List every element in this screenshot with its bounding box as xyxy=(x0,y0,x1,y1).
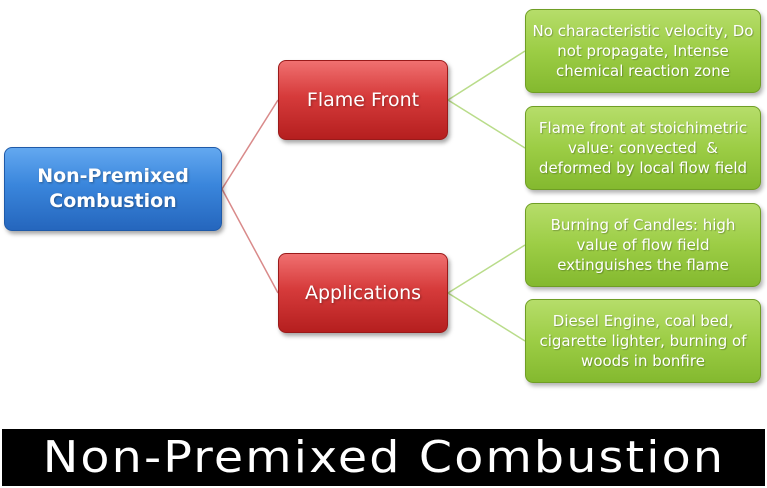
connector-applications-leaf-2 xyxy=(447,292,526,342)
root-node-label: Non-Premixed Combustion xyxy=(37,165,189,212)
leaf-node-label: Diesel Engine, coal bed, cigarette light… xyxy=(539,312,747,370)
connector-flame-front-leaf-1 xyxy=(447,50,526,101)
root-node: Non-Premixed Combustion xyxy=(4,147,222,231)
leaf-node-flame-front-1: No characteristic velocity, Do not propa… xyxy=(525,9,761,93)
leaf-node-flame-front-2: Flame front at stoichimetric value: conv… xyxy=(525,106,761,190)
connector-root-flame-front xyxy=(221,99,279,190)
connector-applications-leaf-1 xyxy=(447,244,526,294)
connector-flame-front-leaf-2 xyxy=(447,99,526,149)
branch-node-applications: Applications xyxy=(278,253,448,333)
branch-node-label: Flame Front xyxy=(306,89,420,111)
leaf-node-applications-2: Diesel Engine, coal bed, cigarette light… xyxy=(525,299,761,383)
leaf-node-label: Flame front at stoichimetric value: conv… xyxy=(538,119,752,177)
leaf-node-label: Burning of Candles: high value of flow f… xyxy=(550,216,736,274)
title-banner: Non-Premixed Combustion xyxy=(2,429,765,486)
branch-node-label: Applications xyxy=(304,282,422,304)
branch-node-flame-front: Flame Front xyxy=(278,60,448,140)
banner-title: Non-Premixed Combustion xyxy=(42,432,725,483)
connector-root-applications xyxy=(221,188,279,294)
leaf-node-label: No characteristic velocity, Do not propa… xyxy=(532,22,754,80)
leaf-node-applications-1: Burning of Candles: high value of flow f… xyxy=(525,203,761,287)
